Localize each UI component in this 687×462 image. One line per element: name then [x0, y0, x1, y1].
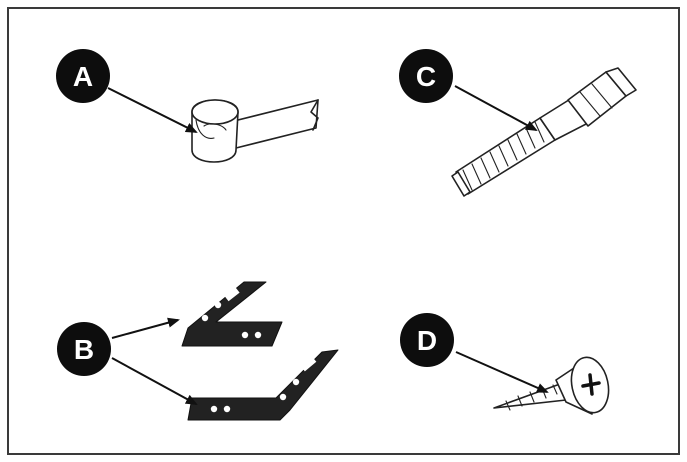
- arrow-c: [454, 85, 538, 131]
- badge-a: A: [56, 49, 110, 103]
- arrow-d: [455, 351, 549, 393]
- badge-b: B: [57, 322, 111, 376]
- arrow-b-lower: [111, 357, 198, 405]
- badge-c-label: C: [416, 61, 436, 92]
- badge-a-label: A: [73, 61, 93, 92]
- hook-strap-icon: [191, 99, 319, 163]
- angle-bracket-icon: [181, 281, 339, 421]
- badge-c: C: [399, 49, 453, 103]
- wood-screw-icon: [493, 356, 610, 415]
- badge-d-label: D: [417, 325, 437, 356]
- arrow-a: [107, 87, 198, 133]
- badge-b-label: B: [74, 334, 94, 365]
- badge-d: D: [400, 313, 454, 367]
- lag-screw-icon: [451, 67, 637, 197]
- arrow-b-upper: [111, 317, 180, 339]
